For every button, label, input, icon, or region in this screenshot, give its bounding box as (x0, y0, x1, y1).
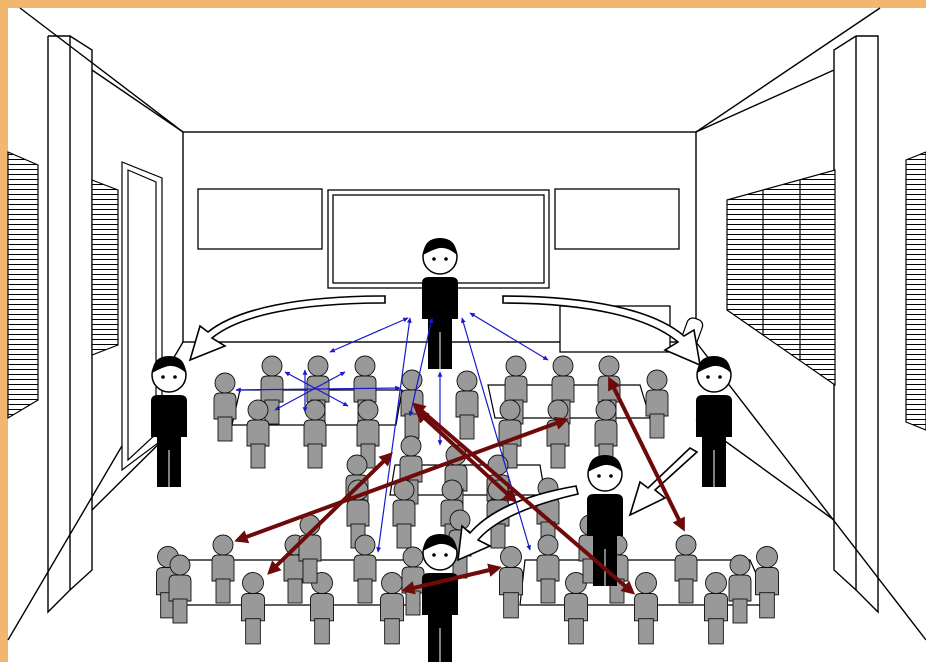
side-board-left (198, 189, 322, 249)
side-board-right (555, 189, 679, 249)
